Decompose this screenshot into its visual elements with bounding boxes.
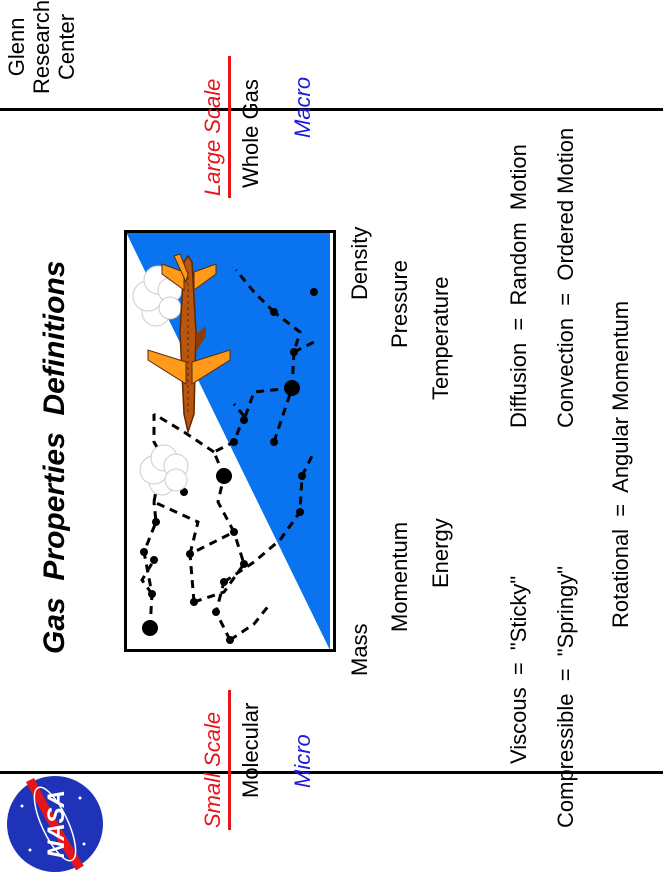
small-scale-sub: Molecular [238, 702, 263, 798]
large-scale-underline [228, 56, 231, 198]
small-scale-label: Small Scale [200, 711, 225, 828]
def-diffusion: Diffusion = Random Motion [506, 144, 531, 428]
def-compressible: Compressible = "Springy" [553, 565, 578, 828]
def-rotational: Rotational = Angular Momentum [608, 300, 633, 628]
large-scale-sub: Whole Gas [238, 79, 263, 188]
def-convection: Convection = Ordered Motion [553, 127, 578, 428]
nasa-logo-text: NASA [43, 790, 70, 858]
molecules [140, 288, 318, 644]
def-viscous: Viscous = "Sticky" [506, 575, 531, 764]
micro-prop-momentum: Momentum [387, 521, 412, 632]
center-name: Glenn Research Center [4, 0, 79, 94]
macro-prop-pressure: Pressure [387, 259, 412, 348]
large-scale-label: Large Scale [200, 78, 225, 196]
divider-right [0, 108, 663, 111]
macro-tag: Macro [290, 76, 315, 138]
macro-prop-temperature: Temperature [428, 276, 453, 400]
micro-tag: Micro [290, 734, 315, 788]
page-title: Gas Properties Definitions [38, 260, 71, 654]
small-scale-underline [228, 690, 231, 830]
airplane [147, 253, 231, 435]
micro-prop-mass: Mass [347, 623, 372, 676]
micro-prop-energy: Energy [428, 518, 453, 588]
cloud-1 [139, 444, 189, 496]
gas-diagram [124, 230, 336, 652]
macro-prop-density: Density [347, 226, 372, 300]
